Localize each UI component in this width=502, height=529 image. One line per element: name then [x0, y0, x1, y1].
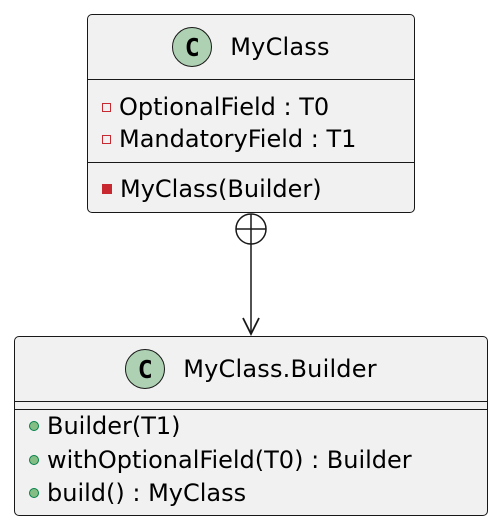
class-box-myclass: C MyClass OptionalField : T0 MandatoryFi…	[87, 14, 415, 213]
nested-class-relation	[235, 213, 267, 337]
class-stereotype-letter: C	[137, 354, 153, 384]
method-text: MyClass(Builder)	[120, 175, 322, 203]
private-method-icon	[102, 184, 112, 194]
class-name: MyClass	[230, 33, 330, 61]
class-stereotype-icon: C	[125, 349, 166, 389]
method-item: MyClass(Builder)	[102, 171, 322, 207]
class-divider	[15, 409, 487, 410]
field-text: MandatoryField : T1	[119, 125, 357, 153]
arrow-head-icon	[242, 317, 260, 337]
method-text: Builder(T1)	[47, 412, 181, 440]
class-divider	[88, 162, 414, 163]
class-stereotype-letter: C	[184, 32, 200, 62]
private-field-icon	[102, 134, 111, 144]
public-method-icon	[29, 421, 39, 431]
class-header: C MyClass	[88, 15, 414, 79]
method-item: build() : MyClass	[29, 476, 246, 510]
method-text: build() : MyClass	[47, 479, 247, 507]
field-item: OptionalField : T0	[102, 89, 329, 125]
class-divider	[15, 401, 487, 402]
method-text: withOptionalField(T0) : Builder	[47, 446, 412, 474]
class-name: MyClass.Builder	[183, 355, 377, 383]
method-item: Builder(T1)	[29, 409, 181, 443]
private-field-icon	[102, 102, 111, 112]
class-header: C MyClass.Builder	[15, 337, 487, 401]
field-text: OptionalField : T0	[119, 93, 330, 121]
class-divider	[88, 79, 414, 80]
class-box-builder: C MyClass.Builder Builder(T1) withOption…	[14, 336, 488, 516]
field-item: MandatoryField : T1	[102, 121, 356, 157]
public-method-icon	[29, 455, 39, 465]
method-item: withOptionalField(T0) : Builder	[29, 443, 412, 477]
public-method-icon	[29, 488, 39, 498]
class-stereotype-icon: C	[172, 27, 213, 67]
